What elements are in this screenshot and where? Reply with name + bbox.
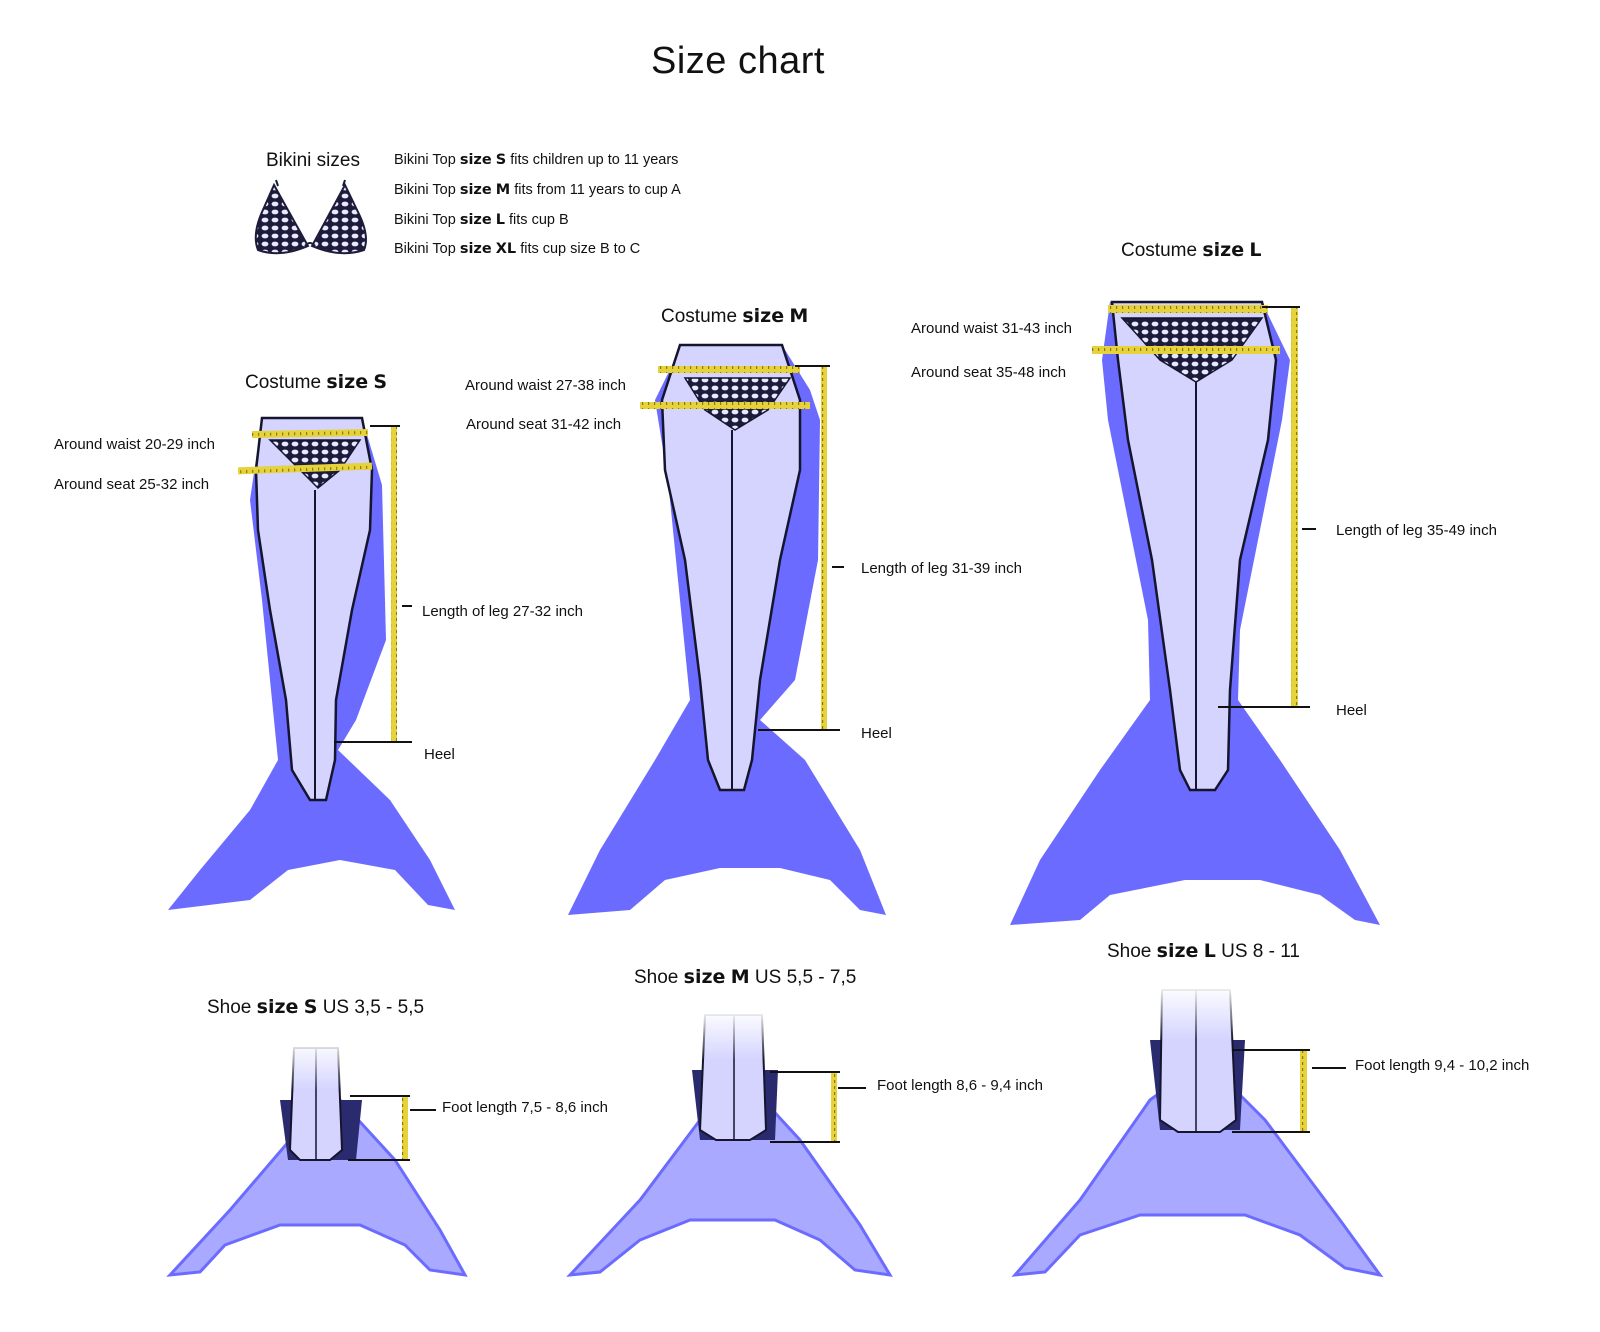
shoe-s-heading: Shoe size S US 3,5 - 5,5 xyxy=(207,996,425,1018)
costume-m-leg: Length of leg 31-39 inch xyxy=(861,560,1022,577)
shoe-l-foot: Foot length 9,4 - 10,2 inch xyxy=(1355,1057,1530,1074)
costume-s-heel: Heel xyxy=(424,746,455,763)
costume-figure-m xyxy=(568,343,886,915)
bikini-line-m: Bikini Top size M fits from 11 years to … xyxy=(394,182,681,198)
costume-figure-l xyxy=(1010,300,1380,925)
bikini-line-xl: Bikini Top size XL fits cup size B to C xyxy=(394,241,641,257)
costume-s-seat: Around seat 25-32 inch xyxy=(54,476,210,493)
costume-m-heel: Heel xyxy=(861,725,892,742)
shoe-fin-m xyxy=(566,1010,893,1277)
shoe-l-heading: Shoe size L US 8 - 11 xyxy=(1107,940,1300,962)
costume-s-leg: Length of leg 27-32 inch xyxy=(422,603,583,620)
costume-s-heading: Costume size S xyxy=(245,371,388,393)
shoe-fin-l xyxy=(1011,985,1384,1278)
costume-m-waist: Around waist 27-38 inch xyxy=(465,377,626,394)
costume-m-seat: Around seat 31-42 inch xyxy=(466,416,622,433)
costume-figure-s xyxy=(168,416,455,910)
shoe-fin-s xyxy=(166,1040,468,1277)
costume-s-waist: Around waist 20-29 inch xyxy=(54,436,215,453)
shoe-m-foot: Foot length 8,6 - 9,4 inch xyxy=(877,1077,1043,1094)
bikini-top-icon xyxy=(254,179,367,255)
page-title: Size chart xyxy=(651,40,825,82)
costume-l-heading: Costume size L xyxy=(1121,239,1262,261)
costume-l-waist: Around waist 31-43 inch xyxy=(911,320,1072,337)
costume-l-leg: Length of leg 35-49 inch xyxy=(1336,522,1497,539)
bikini-heading: Bikini sizes xyxy=(266,150,360,171)
shoe-s-foot: Foot length 7,5 - 8,6 inch xyxy=(442,1099,608,1116)
shoe-m-heading: Shoe size M US 5,5 - 7,5 xyxy=(634,966,857,988)
bikini-line-s: Bikini Top size S fits children up to 11… xyxy=(394,152,679,168)
costume-l-heel: Heel xyxy=(1336,702,1367,719)
costume-m-heading: Costume size M xyxy=(661,305,809,327)
bikini-line-l: Bikini Top size L fits cup B xyxy=(394,212,569,228)
costume-l-seat: Around seat 35-48 inch xyxy=(911,364,1067,381)
